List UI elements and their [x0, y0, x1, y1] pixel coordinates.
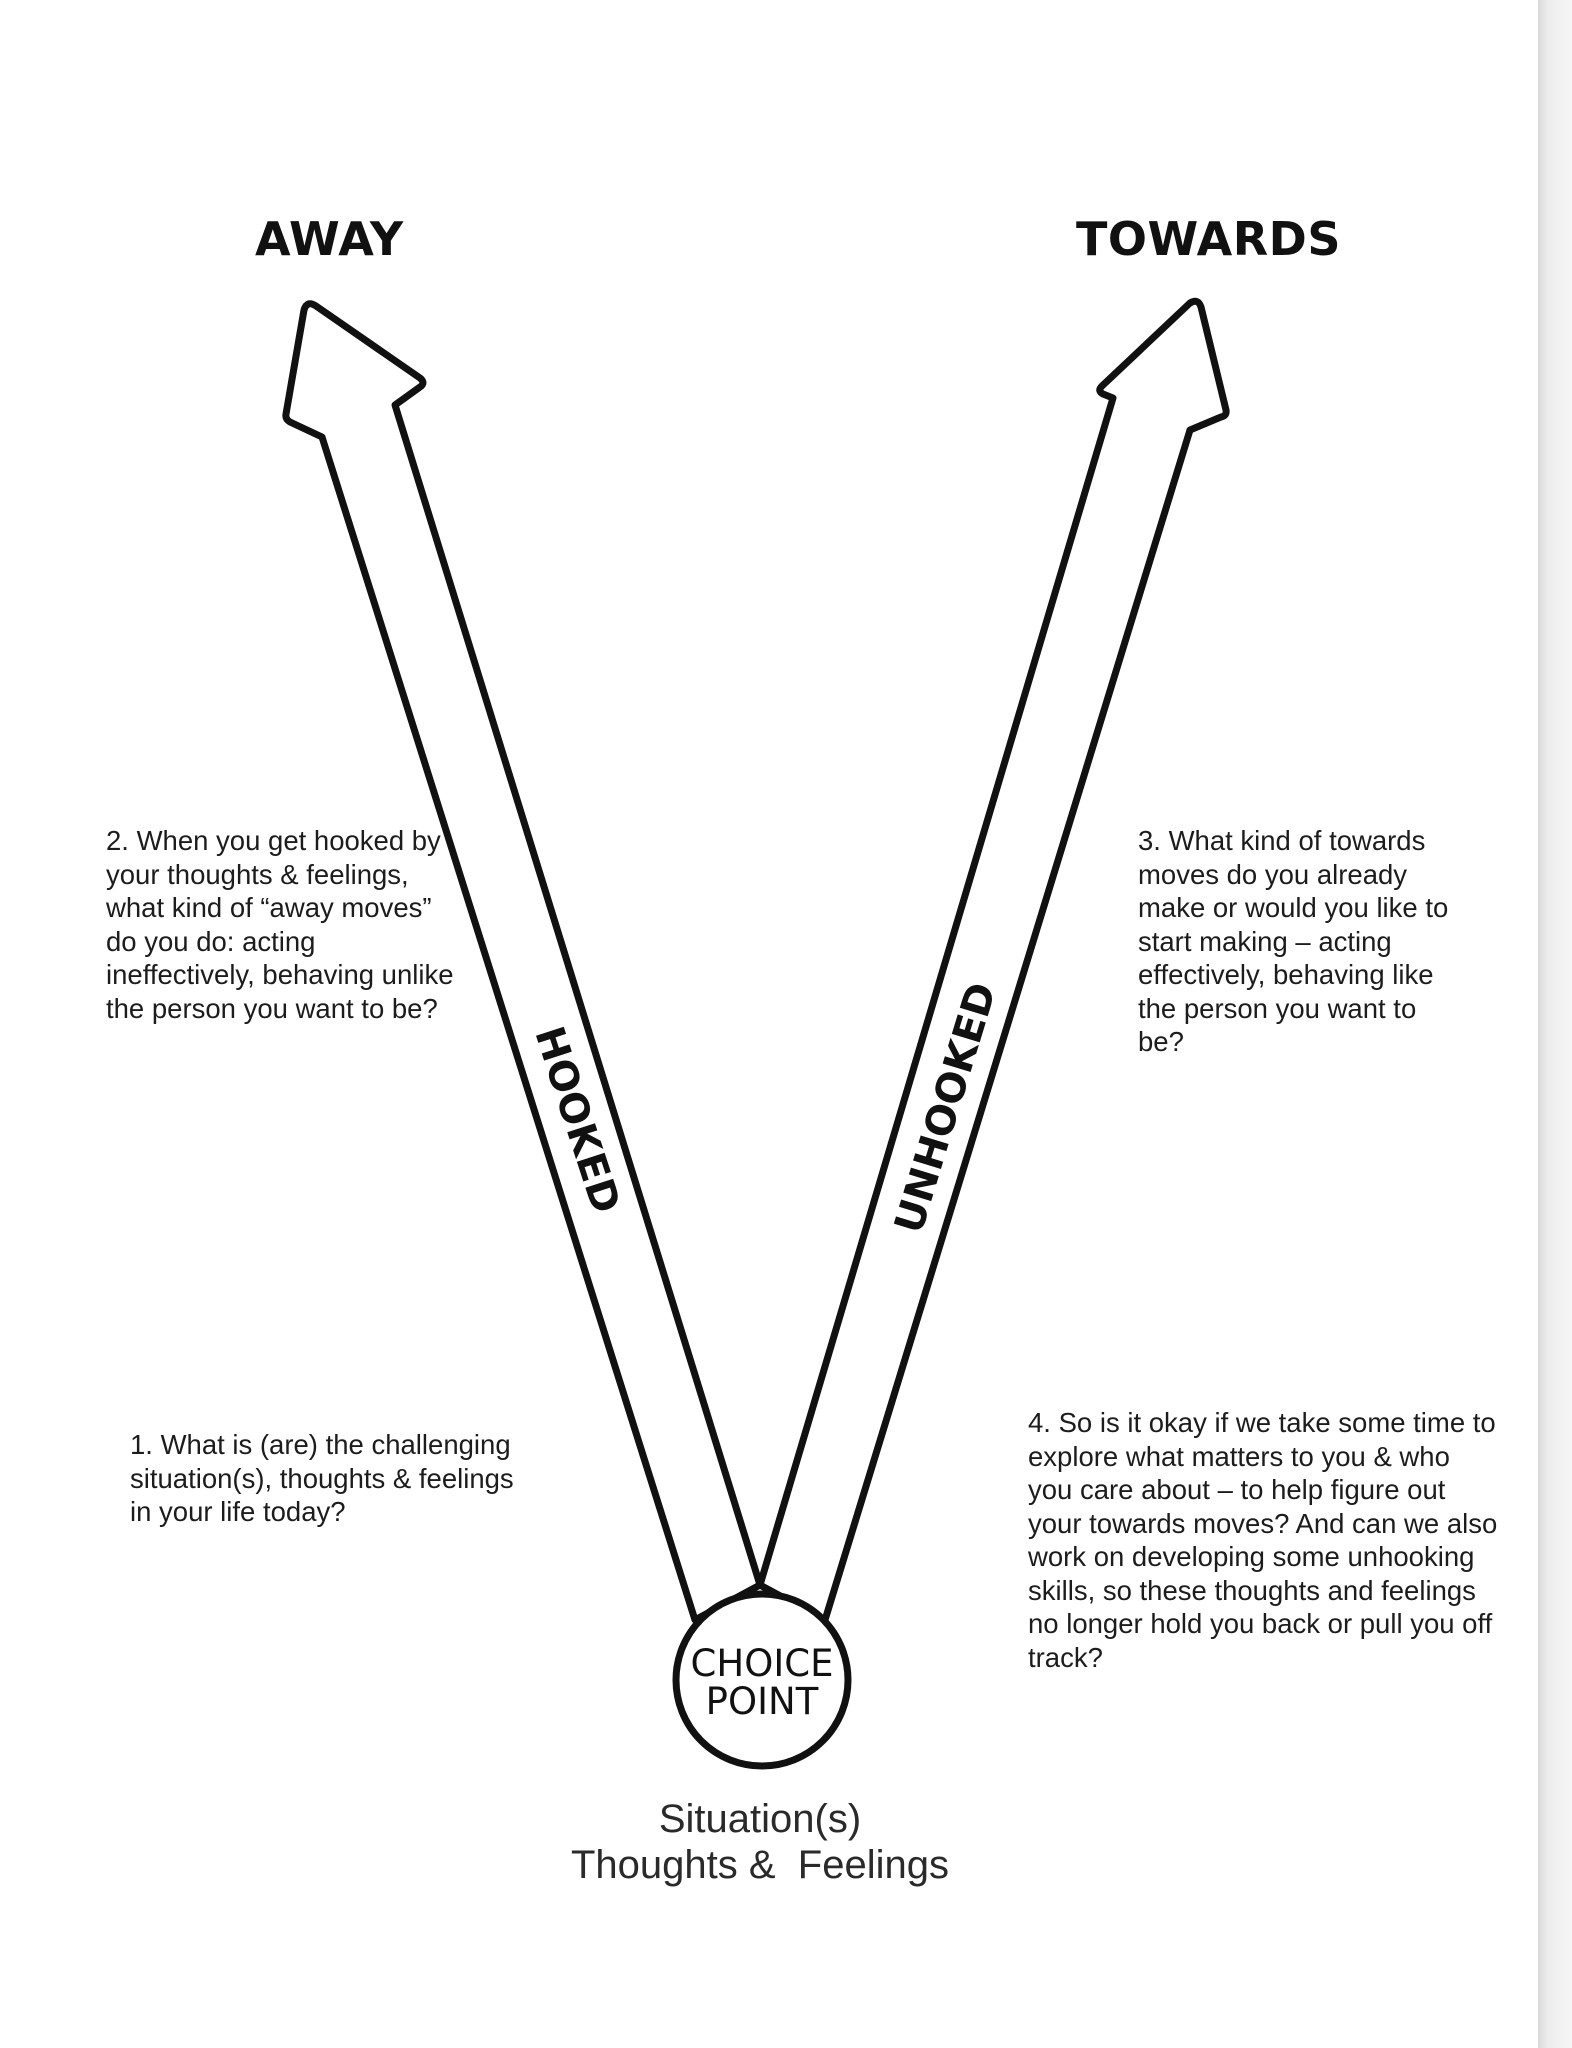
- choice-point-diagram: HOOKED UNHOOKED CHOICE POINT: [282, 297, 1230, 1770]
- question-3-towards-moves: 3. What kind of towards moves do you alr…: [1138, 825, 1449, 1057]
- towards-heading: TOWARDS: [1076, 212, 1341, 266]
- choice-point-circle: [672, 1590, 852, 1770]
- away-heading: AWAY: [255, 212, 404, 266]
- choice-point-line2: POINT: [706, 1680, 819, 1723]
- towards-arrowhead: [1096, 297, 1230, 434]
- question-1-situation: 1. What is (are) the challenging situati…: [130, 1429, 514, 1527]
- away-arrowhead: [282, 300, 427, 441]
- question-2-away-moves: 2. When you get hooked by your thoughts …: [106, 825, 454, 1024]
- page-edge-shadow: [1538, 0, 1572, 2048]
- situation-caption-line1: Situation(s): [658, 1797, 862, 1841]
- away-arrow: [282, 300, 764, 1624]
- choice-point-node: CHOICE POINT: [672, 1590, 852, 1770]
- question-4-explore-values: 4. So is it okay if we take some time to…: [1028, 1407, 1498, 1673]
- worksheet-page: AWAY TOWARDS HOOKED UNHOOKED CHOICE POIN…: [106, 212, 1498, 1888]
- situation-caption: Situation(s) Thoughts & Feelings: [500, 1796, 1020, 1888]
- situation-caption-line2: Thoughts & Feelings: [571, 1843, 949, 1887]
- choice-point-line1: CHOICE: [691, 1642, 834, 1685]
